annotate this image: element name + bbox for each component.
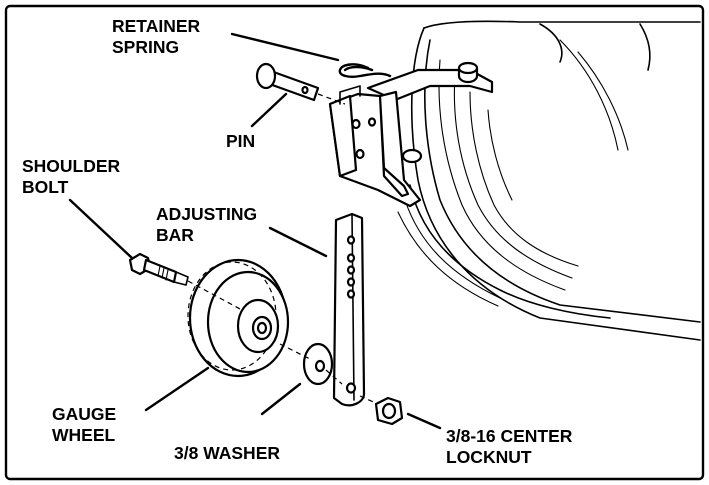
mower-deck [397, 20, 701, 341]
gauge-wheel-part [187, 258, 290, 378]
pin-part [255, 62, 346, 105]
label-adjusting-bar-line1: ADJUSTING [156, 204, 257, 224]
label-gauge-wheel-line1: GAUGE [52, 404, 116, 424]
leader-lines [68, 32, 442, 430]
label-gauge-wheel-line2: WHEEL [52, 425, 116, 445]
label-center-locknut-line2: LOCKNUT [446, 447, 532, 467]
adjusting-bar-part [332, 212, 366, 407]
shoulder-bolt-part [128, 252, 243, 311]
label-shoulder-bolt-line2: BOLT [22, 177, 69, 197]
retainer-spring-part [338, 63, 392, 78]
diagram-frame [4, 4, 705, 481]
label-retainer-spring-line2: SPRING [112, 37, 179, 57]
label-center-locknut-line1: 3/8-16 CENTER [446, 426, 573, 446]
label-adjusting-bar-line2: BAR [156, 225, 194, 245]
label-retainer-spring-line1: RETAINER [112, 16, 201, 36]
label-washer: 3/8 WASHER [174, 443, 280, 463]
mounting-bracket [328, 61, 494, 208]
label-shoulder-bolt-line1: SHOULDER [22, 156, 121, 176]
washer-part [279, 342, 343, 386]
label-pin: PIN [226, 131, 255, 151]
locknut-part [359, 395, 404, 426]
